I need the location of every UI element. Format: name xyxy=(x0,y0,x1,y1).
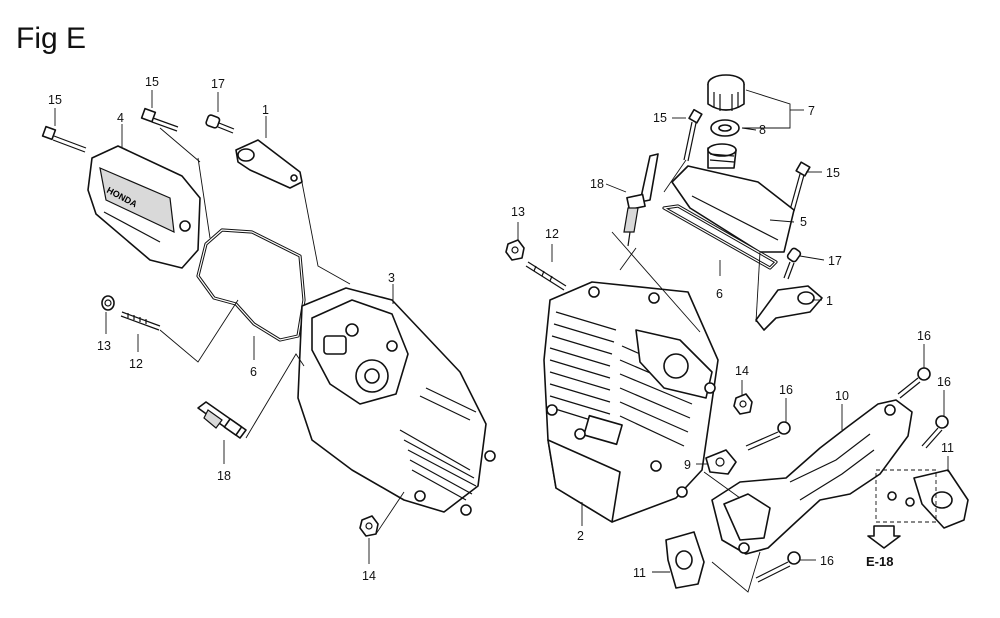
callout-label: 18 xyxy=(217,469,231,483)
callout-label: 15 xyxy=(653,111,667,125)
callout-label: 5 xyxy=(800,215,807,229)
callout-label: 13 xyxy=(97,339,111,353)
spark-plug-18-left xyxy=(197,401,247,439)
nut-13-right xyxy=(505,239,525,261)
spark-plug-18-right xyxy=(623,153,659,247)
bracket-1-left xyxy=(235,139,303,189)
bolt-16-far-right xyxy=(921,415,949,449)
callout-label: 7 xyxy=(808,104,815,118)
callout-label: 16 xyxy=(779,383,793,397)
callout-label: 18 xyxy=(590,177,604,191)
nut-14-left xyxy=(359,515,379,537)
cylinder-head-3 xyxy=(297,287,496,516)
stud-12-right xyxy=(525,261,567,291)
gasket-11-right xyxy=(913,469,969,529)
gasket-6-right xyxy=(662,204,778,270)
callout-label: 4 xyxy=(117,111,124,125)
left-leader-lines xyxy=(54,90,405,564)
callout-label: 2 xyxy=(577,529,584,543)
bolt-16-upper-right xyxy=(897,367,931,399)
callout-label: 12 xyxy=(545,227,559,241)
callout-label: 12 xyxy=(129,357,143,371)
carburetor-reference-region xyxy=(867,469,937,549)
callout-label: 11 xyxy=(633,566,646,580)
bolt-16-lower xyxy=(755,551,801,583)
callout-label: 14 xyxy=(362,569,376,583)
callout-label: 8 xyxy=(759,123,766,137)
head-cover-4: HONDA xyxy=(87,145,201,269)
callout-label: 6 xyxy=(716,287,723,301)
gasket-11-lower xyxy=(665,531,705,589)
bolt-15-left xyxy=(41,125,87,153)
insulator-9 xyxy=(705,449,737,475)
stud-12-left xyxy=(120,311,161,331)
callout-label: 15 xyxy=(48,93,62,107)
callout-label: 14 xyxy=(735,364,749,378)
callout-label: 16 xyxy=(937,375,951,389)
callout-label: 17 xyxy=(828,254,842,268)
bolt-15-right-top xyxy=(683,108,703,162)
callout-label: 1 xyxy=(826,294,833,308)
nut-13-left xyxy=(101,295,115,311)
cylinder-block-2 xyxy=(543,281,719,523)
callout-label: 10 xyxy=(835,389,849,403)
callout-label: 13 xyxy=(511,205,525,219)
callout-label: 9 xyxy=(684,458,691,472)
callout-label: 16 xyxy=(917,329,931,343)
reference-label-e18: E-18 xyxy=(866,554,893,569)
intake-manifold-10 xyxy=(711,399,913,555)
bolt-17-right xyxy=(783,247,802,280)
nut-14-right xyxy=(733,393,753,415)
callout-label: 6 xyxy=(250,365,257,379)
callout-label: 15 xyxy=(145,75,159,89)
callout-label: 11 xyxy=(941,441,954,455)
right-leader-lines xyxy=(517,89,949,593)
callout-labels: 15 4 15 17 1 13 12 6 3 18 14 15 18 7 8 1… xyxy=(48,75,954,583)
callout-label: 1 xyxy=(262,103,269,117)
callout-label: 3 xyxy=(388,271,395,285)
gasket-6-left xyxy=(196,228,306,342)
callout-label: 17 xyxy=(211,77,225,91)
bolt-15-top xyxy=(140,107,179,132)
bracket-1-right xyxy=(755,285,823,331)
cap-gasket-8 xyxy=(710,119,740,137)
figure-title: Fig E xyxy=(16,22,87,55)
bolt-15-right-side xyxy=(789,161,811,212)
callout-label: 15 xyxy=(826,166,840,180)
callout-label: 16 xyxy=(820,554,834,568)
oil-filler-cap-7 xyxy=(707,74,745,111)
bolt-17-left xyxy=(205,114,235,134)
bolt-16-middle xyxy=(745,421,791,451)
head-cover-5 xyxy=(671,143,795,253)
